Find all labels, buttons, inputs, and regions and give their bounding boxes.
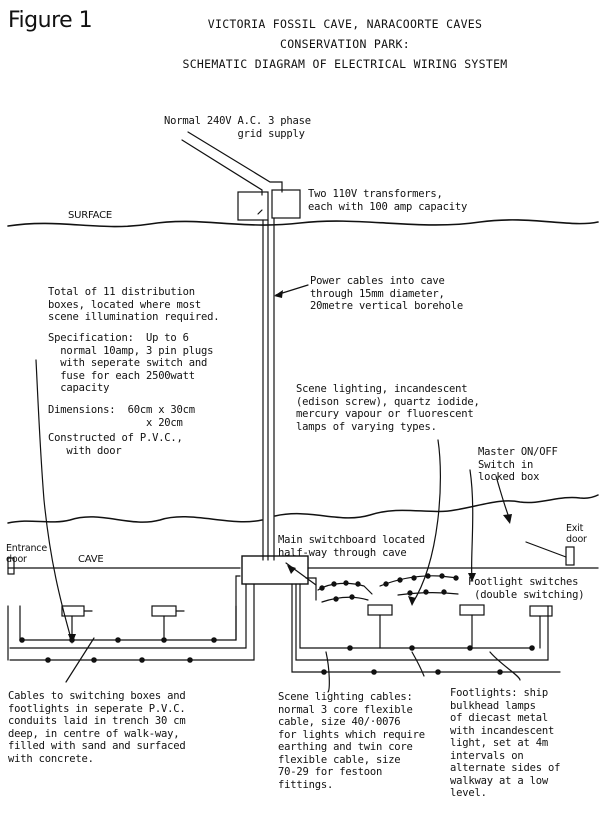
pointer-line: [325, 651, 330, 693]
conduit: [305, 577, 317, 601]
footlight-lamp: [467, 645, 473, 651]
pointer-line: [469, 469, 474, 579]
grid-supply-label: Normal 240V A.C. 3 phase grid supply: [164, 115, 311, 140]
scene-lamp: [441, 589, 447, 595]
footlight-lamp: [69, 637, 75, 643]
scene-lamp: [383, 581, 389, 587]
pointer-line: [411, 439, 441, 605]
footlight-lamp: [91, 657, 97, 663]
switching-box: [151, 605, 177, 617]
diagram-title-line-3: SCHEMATIC DIAGRAM OF ELECTRICAL WIRING S…: [182, 57, 508, 71]
main-switchboard-label: Main switchboard located half-way throug…: [278, 534, 425, 559]
festoon-cable: [379, 575, 459, 587]
dimensions-label: Dimensions: 60cm x 30cm x 20cm: [48, 404, 195, 429]
footlight-lamp: [45, 657, 51, 663]
scene-lamp: [411, 575, 417, 581]
surface-label: SURFACE: [68, 210, 113, 221]
footlight-lamp: [435, 669, 441, 675]
scene-lamp: [355, 581, 361, 587]
conduit: [9, 583, 247, 649]
master-switch-label: Master ON/OFF Switch in locked box: [478, 446, 558, 483]
main-switchboard: [241, 555, 309, 585]
footlight-lamp: [529, 645, 535, 651]
scene-lamp: [333, 596, 339, 602]
pointer-line: [257, 209, 263, 215]
scene-lighting-label: Scene lighting, incandescent (edison scr…: [296, 383, 480, 433]
footlight-lamp: [321, 669, 327, 675]
master-switch-line: [525, 541, 567, 558]
cave-label: CAVE: [78, 554, 104, 565]
conduit: [295, 583, 549, 661]
diagram-title-line-1: VICTORIA FOSSIL CAVE, NARACOORTE CAVES: [207, 17, 483, 31]
cables-to-switching-label: Cables to switching boxes and footlights…: [8, 690, 186, 765]
footlight-lamp: [371, 669, 377, 675]
scene-lamp: [319, 585, 325, 591]
specification-label: Specification: Up to 6 normal 10amp, 3 p…: [48, 332, 214, 394]
pointer-line: [411, 651, 425, 677]
entrance-door-label: Entrance door: [6, 543, 47, 565]
entrance-door-marker: [7, 557, 15, 575]
switching-box: [459, 604, 485, 616]
scene-lamp: [439, 573, 445, 579]
scene-lamp: [453, 575, 459, 581]
scene-lamp: [425, 573, 431, 579]
scene-lamp: [397, 577, 403, 583]
transformer-box: [271, 189, 301, 219]
transformers-label: Two 110V transformers, each with 100 amp…: [308, 188, 468, 213]
footlight-lamp: [187, 657, 193, 663]
footlights-label: Footlights: ship bulkhead lamps of dieca…: [450, 687, 561, 799]
festoon-cable: [397, 592, 459, 596]
grid-supply-line: [187, 131, 283, 193]
footlight-lamp: [161, 637, 167, 643]
pointer-line: [35, 359, 73, 643]
switching-box: [367, 604, 393, 616]
conduit: [299, 583, 533, 649]
distribution-boxes-label: Total of 11 distribution boxes, located …: [48, 286, 220, 323]
exit-door-label: Exit door: [566, 523, 587, 545]
scene-lamp: [407, 590, 413, 596]
transformer-box: [237, 191, 269, 221]
footlight-lamp: [19, 637, 25, 643]
pointer-line: [65, 637, 95, 683]
footlight-lamp: [497, 669, 503, 675]
scene-lamp: [331, 581, 337, 587]
scene-lighting-cables-label: Scene lighting cables: normal 3 core fle…: [278, 691, 425, 791]
power-cables-label: Power cables into cave through 15mm diam…: [310, 275, 464, 312]
switching-box: [529, 605, 553, 617]
exit-door-marker: [565, 546, 575, 566]
switching-box: [61, 605, 85, 617]
footlight-lamp: [139, 657, 145, 663]
footlight-switches-label: Footlight switches (double switching): [468, 576, 585, 601]
constructed-label: Constructed of P.V.C., with door: [48, 432, 183, 457]
scene-lamp: [423, 589, 429, 595]
figure-label: Figure 1: [8, 8, 93, 33]
festoon-cable: [321, 596, 369, 603]
cave-ceiling: [7, 494, 599, 524]
pointer-line: [489, 651, 521, 681]
footlight-lamp: [115, 637, 121, 643]
scene-lamp: [349, 594, 355, 600]
scene-lamp: [343, 580, 349, 586]
footlight-lamp: [211, 637, 217, 643]
surface-line: [7, 219, 599, 228]
diagram-title-line-2: CONSERVATION PARK:: [279, 37, 411, 51]
footlight-lamp: [347, 645, 353, 651]
conduit: [19, 575, 241, 641]
footlight-lamp: [409, 645, 415, 651]
grid-supply-line: [181, 139, 263, 196]
conduit: [291, 583, 561, 673]
